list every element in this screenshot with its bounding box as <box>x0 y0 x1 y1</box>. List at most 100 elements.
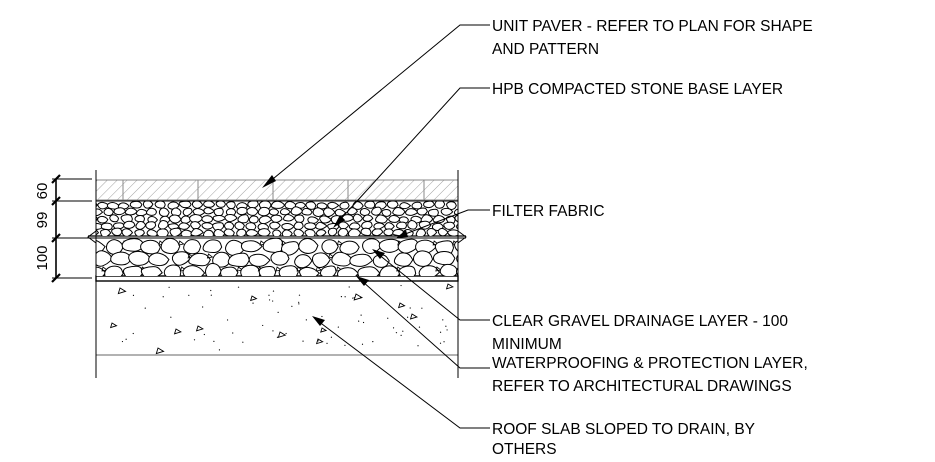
stone-base-aggregate <box>212 222 225 232</box>
stone-base-aggregate <box>386 201 399 209</box>
stone-base-aggregate <box>281 222 295 231</box>
gravel-aggregate <box>110 251 133 266</box>
stone-base-aggregate <box>168 214 182 224</box>
stone-base-aggregate <box>339 201 350 210</box>
concrete-speckle <box>402 330 404 332</box>
gravel-fine-aggregate <box>259 240 266 246</box>
gravel-aggregate <box>311 252 331 269</box>
concrete-aggregate <box>249 295 258 302</box>
gravel-aggregate <box>160 238 181 255</box>
gravel-fine-aggregate <box>206 253 214 259</box>
stone-base-aggregate <box>167 201 180 210</box>
dimension-tick <box>51 196 61 206</box>
stone-base-aggregate <box>383 228 395 236</box>
stone-base-aggregate <box>156 228 169 236</box>
gravel-aggregate <box>140 239 161 255</box>
stone-base-aggregate <box>146 229 159 236</box>
concrete-speckle <box>372 341 374 343</box>
gravel-aggregate <box>278 265 299 276</box>
concrete-speckle <box>203 333 205 336</box>
stone-base-aggregate <box>384 222 395 231</box>
concrete-speckle <box>210 294 212 296</box>
clear-gravel-layer <box>96 238 458 276</box>
gravel-fine-aggregate <box>275 266 283 272</box>
concrete-speckle <box>348 286 350 288</box>
stone-base-aggregate <box>203 229 215 236</box>
gravel-aggregate <box>204 262 222 276</box>
stone-base-aggregate <box>129 201 143 209</box>
concrete-aggregate <box>117 287 127 295</box>
stone-base-aggregate <box>270 201 286 209</box>
stone-base-aggregate <box>157 220 169 230</box>
callout-unit-paver-line1: UNIT PAVER - REFER TO PLAN FOR SHAPE <box>492 18 813 35</box>
dimension-tick <box>51 273 61 283</box>
concrete-speckle <box>298 301 300 303</box>
concrete-speckle <box>400 334 402 336</box>
gravel-aggregate <box>433 250 456 266</box>
concrete-speckle <box>168 286 170 288</box>
unit-paver-layer <box>95 179 459 201</box>
stone-base-aggregate <box>304 222 317 230</box>
gravel-aggregate <box>456 254 458 264</box>
callout-roof-slab-line2: OTHERS <box>492 441 557 457</box>
stone-base-aggregate <box>145 221 157 230</box>
gravel-aggregate <box>398 265 417 276</box>
stone-base-aggregate <box>97 201 110 210</box>
concrete-speckle <box>439 331 442 333</box>
roof-slab-layer <box>96 281 458 356</box>
stone-base-aggregate <box>100 222 113 231</box>
concrete-speckle <box>132 332 134 335</box>
stone-base-aggregate <box>215 201 227 208</box>
concrete-speckle <box>188 294 190 296</box>
concrete-speckle <box>144 307 146 309</box>
dimension-tick <box>51 233 61 243</box>
stone-base-aggregate <box>248 215 259 224</box>
section-break-lines <box>95 170 459 378</box>
gravel-aggregate <box>202 239 223 254</box>
concrete-speckle <box>330 336 332 338</box>
gravel-fine-aggregate <box>435 266 442 272</box>
gravel-aggregate <box>270 250 290 266</box>
gravel-fine-aggregate <box>101 266 108 272</box>
stone-base-aggregate <box>304 229 316 236</box>
stone-base-aggregate <box>348 222 361 230</box>
stone-base-aggregate <box>245 222 257 231</box>
concrete-speckle <box>326 342 328 344</box>
stone-base-aggregate <box>427 208 439 217</box>
gravel-aggregate <box>339 240 360 255</box>
dim-label-paver: 60 <box>34 183 51 200</box>
gravel-aggregate <box>148 252 170 267</box>
stone-base-aggregate <box>373 222 386 230</box>
concrete-speckle <box>361 343 364 345</box>
concrete-speckle <box>443 341 445 343</box>
leader-waterproofing-arrow <box>356 276 369 286</box>
gravel-aggregate <box>227 252 250 268</box>
concrete-speckle <box>442 319 444 321</box>
stone-base-aggregate <box>203 207 216 215</box>
concrete-speckle <box>125 338 127 340</box>
concrete-speckle <box>272 290 275 292</box>
callout-notes: UNIT PAVER - REFER TO PLAN FOR SHAPE AND… <box>492 18 813 458</box>
stone-base-aggregate <box>327 201 340 210</box>
concrete-speckle <box>285 332 287 335</box>
concrete-speckle <box>202 306 204 308</box>
concrete-speckle <box>362 321 365 324</box>
concrete-speckle <box>276 336 279 338</box>
stone-base-aggregate <box>237 214 250 224</box>
stone-base-aggregate <box>170 207 182 217</box>
concrete-speckle <box>340 296 343 298</box>
stone-base-aggregate <box>395 221 408 230</box>
gravel-aggregate <box>393 252 414 267</box>
stone-base-aggregate <box>270 214 283 223</box>
concrete-speckle <box>272 300 274 302</box>
concrete-speckle <box>210 289 212 292</box>
concrete-speckle <box>170 316 172 318</box>
stone-base-aggregate <box>361 221 373 230</box>
concrete-aggregate <box>109 322 118 329</box>
concrete-speckle <box>417 345 419 347</box>
stone-base-aggregate <box>123 220 136 229</box>
stone-base-aggregate <box>407 220 418 230</box>
stone-base-aggregate <box>192 208 206 216</box>
concrete-aggregate <box>397 302 406 309</box>
gravel-aggregate <box>225 239 247 256</box>
